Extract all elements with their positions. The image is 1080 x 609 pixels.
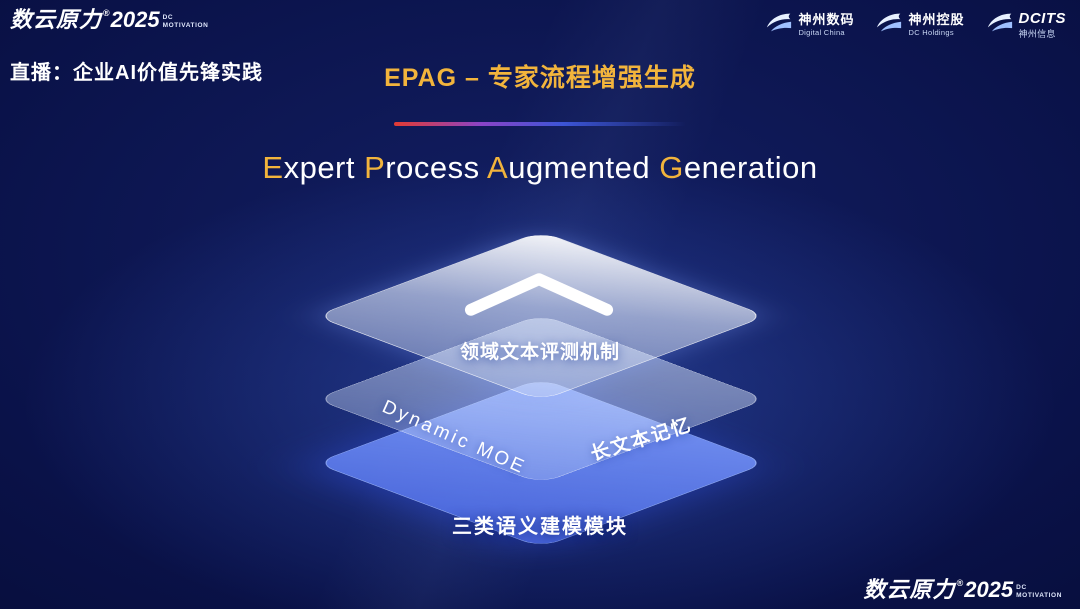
registered-mark: ® [956,578,964,588]
brand-subtitle: DC MOTIVATION [1016,584,1062,600]
corporate-logos: 神州数码 Digital China 神州控股 DC Holdings [766,10,1067,39]
gradient-divider [394,122,686,126]
brand-name: 数云原力 [863,577,956,602]
topic-title: EPAG – 专家流程增强生成 [384,64,696,92]
brand-logo-top-left: 数云原力 ® 2025 DC MOTIVATION [10,9,208,31]
logo-text: 神州控股 DC Holdings [908,11,965,38]
top-layer-label: 领域文本评测机制 [459,342,621,363]
brand-subtitle: DC MOTIVATION [163,14,209,30]
page-title: Expert Process Augmented Generation [0,150,1080,186]
brand-year: 2025 [964,577,1014,602]
swoosh-icon [876,12,902,38]
brand-year: 2025 [110,7,160,32]
brand-sub-line1: DC [162,14,174,21]
logo-dc-holdings: 神州控股 DC Holdings [876,12,964,38]
brand-logo-bottom-right: 数云原力 ® 2025 DC MOTIVATION [864,579,1062,601]
title-word-eneration: eneration [683,150,818,185]
logo-line2: 神州信息 [1018,28,1056,39]
swoosh-icon [987,12,1013,38]
bottom-layer-label: 三类语义建模模块 [452,516,628,538]
logo-line2: DC Holdings [908,28,954,38]
logo-line1: 神州数码 [798,11,855,27]
chevron-up-icon [461,270,619,323]
swoosh-icon [766,12,792,38]
logo-digital-china: 神州数码 Digital China [766,12,854,38]
title-letter-a: A [487,150,509,185]
title-word-ugmented: ugmented [508,150,660,185]
brand-sub-line1: DC [1016,584,1027,591]
registered-mark: ® [103,8,110,18]
logo-text: DCITS 神州信息 [1018,10,1067,39]
title-word-xpert: xpert [283,150,365,185]
title-letter-g: G [659,150,684,185]
live-label: 直播：企业AI价值先锋实践 [10,62,263,84]
title-letter-e: E [262,150,284,185]
logo-dcits: DCITS 神州信息 [987,10,1067,39]
logo-text: 神州数码 Digital China [798,11,855,38]
title-word-rocess: rocess [385,150,488,185]
brand-name: 数云原力 [10,7,103,32]
logo-line1: 神州控股 [908,11,965,27]
brand-sub-line2: MOTIVATION [1016,591,1062,599]
logo-line1: DCITS [1018,10,1066,27]
logo-line2: Digital China [798,28,845,38]
brand-sub-line2: MOTIVATION [162,21,209,29]
title-letter-p: P [364,150,386,185]
